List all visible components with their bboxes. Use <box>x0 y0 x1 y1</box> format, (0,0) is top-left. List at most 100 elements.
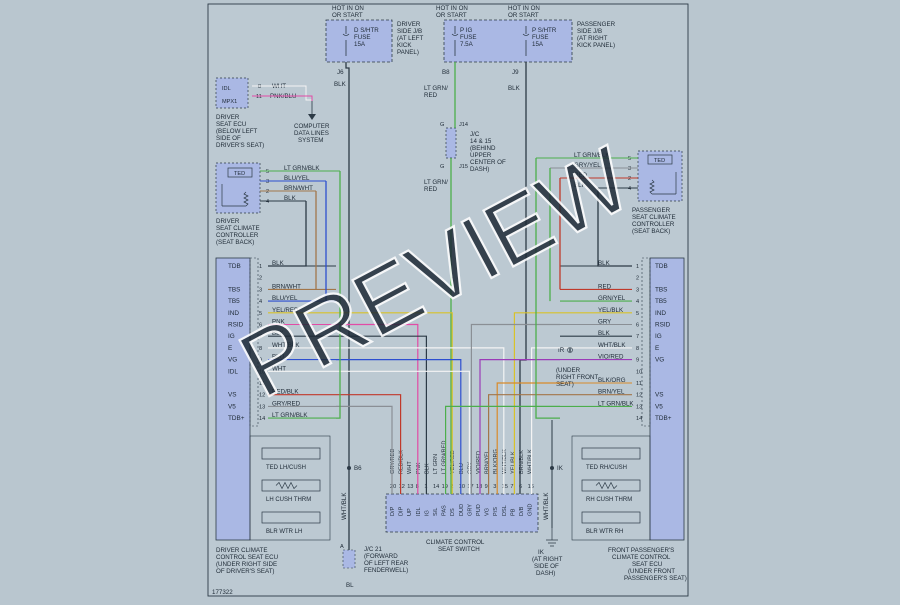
svg-text:(BEHIND: (BEHIND <box>470 145 496 152</box>
right-ecu-num: 6 <box>636 323 639 329</box>
switch-pin: VG <box>485 508 491 516</box>
switch-wire-label: BLK <box>424 463 430 474</box>
svg-text:SEAT SWITCH: SEAT SWITCH <box>438 546 480 553</box>
switch-pin: IG <box>424 510 430 516</box>
svg-text:SYSTEM: SYSTEM <box>298 137 323 144</box>
svg-text:(UNDER: (UNDER <box>556 367 581 374</box>
switch-pin: P/S <box>493 507 499 516</box>
wire-left-ecu-to-switch <box>336 323 419 494</box>
computer-data-lines-label: COMPUTER DATA LINES SYSTEM <box>294 123 330 144</box>
switch-pin: PUD <box>476 504 482 516</box>
sub-component-label: TED LH/CUSH <box>266 465 306 471</box>
left-ecu-num: 13 <box>259 404 265 410</box>
left-ecu-pin: RSID <box>228 322 244 329</box>
svg-text:DRIVER: DRIVER <box>397 21 421 28</box>
switch-wire-label: WHT <box>407 461 413 474</box>
right-ecu-wire-label: WHT/BLK <box>598 342 626 349</box>
thermistor-icon <box>595 481 618 490</box>
svg-text:OR START: OR START <box>508 12 539 19</box>
right-ecu-num: 7 <box>636 334 639 340</box>
wire-left-ecu-to-switch <box>336 370 470 494</box>
svg-text:OR START: OR START <box>436 12 467 19</box>
right-ecu-pin: E <box>655 345 659 352</box>
left-ecu-pin: VS <box>228 392 237 399</box>
svg-text:14 & 15: 14 & 15 <box>470 138 492 145</box>
right-ecu-num: 10 <box>636 369 642 375</box>
svg-text:DASH): DASH) <box>536 570 555 577</box>
svg-text:OF DRIVER'S SEAT): OF DRIVER'S SEAT) <box>216 568 274 575</box>
right-ecu-pin: TB5 <box>655 298 667 305</box>
ted-left-tag: TED <box>234 171 245 177</box>
switch-pin: DIP <box>399 506 405 516</box>
jc14-pin-bot: G <box>440 164 444 170</box>
right-ecu-wire-label: BRN/YEL <box>598 389 625 396</box>
left-ecu-pin: V5 <box>228 403 236 410</box>
right-ecu-num: 5 <box>636 311 639 317</box>
switch-wire-label: LT GRN/RED <box>442 441 448 474</box>
sub-component-box <box>581 511 641 524</box>
driver-seat-climate-controller-box <box>215 162 261 214</box>
right-ecu-pin: VG <box>655 357 664 364</box>
svg-text:COMPUTER: COMPUTER <box>294 123 330 130</box>
svg-text:15A: 15A <box>354 41 366 48</box>
right-ecu-num: 4 <box>636 299 639 305</box>
svg-text:HOT IN ON: HOT IN ON <box>332 5 364 12</box>
switch-wire-label: BRN/YEL <box>485 450 491 474</box>
svg-text:P IG: P IG <box>460 27 472 34</box>
ted-right-tag-box <box>647 154 673 165</box>
ground-ik: IK WHT/BLK IK (AT RIGHT SIDE OF DASH) <box>532 465 564 577</box>
svg-text:UPPER: UPPER <box>470 152 492 159</box>
switch-num: 14 <box>433 484 439 490</box>
svg-text:BL: BL <box>346 582 354 589</box>
left-ecu-num: 11 <box>259 381 265 387</box>
jc14-box <box>445 127 457 159</box>
svg-text:(BELOW LEFT: (BELOW LEFT <box>216 128 257 135</box>
left-ecu-num: 3 <box>259 287 262 293</box>
left-ecu-pin: TB5 <box>228 298 240 305</box>
ecu-small-pin-idl: IDL <box>222 86 231 92</box>
switch-wire-label: VIO/RED <box>476 451 482 474</box>
right-ecu-num: 2 <box>636 276 639 282</box>
svg-text:FUSE: FUSE <box>532 34 549 41</box>
svg-text:SIDE J/B: SIDE J/B <box>397 28 422 35</box>
wire-left-ecu-to-switch <box>336 347 505 494</box>
passenger-climate-seat-ecu-box <box>649 257 685 541</box>
right-ecu-connector <box>641 257 651 427</box>
right-ecu-wire-label: BLK <box>598 260 611 267</box>
switch-pin: GRY <box>467 504 473 516</box>
svg-text:(SEAT BACK): (SEAT BACK) <box>216 239 254 246</box>
svg-text:KICK: KICK <box>397 42 412 49</box>
switch-wire-label: GRY/RED <box>390 449 396 474</box>
sub-component-label: RH CUSH THRM <box>586 497 632 503</box>
switch-wire-label: YEL/RED <box>450 450 456 474</box>
ted-right-num: 2 <box>628 176 631 182</box>
left-ecu-wire-label: BLU <box>272 354 284 361</box>
right-ecu-pin: RSID <box>655 322 671 329</box>
right-ecu-num: 1 <box>636 264 639 270</box>
wire-label-jc-b: RED <box>424 186 438 193</box>
left-ecu-wire-label: WHT <box>272 365 286 372</box>
svg-text:PANEL): PANEL) <box>397 49 419 56</box>
left-ecu-wire-label: BLK <box>272 260 285 267</box>
ted-right-wire-label: BLK <box>574 182 587 189</box>
fuse-left: D S/HTR FUSE 15A <box>342 26 379 56</box>
sub-component-box <box>581 447 641 460</box>
ted-left-num: 5 <box>266 169 269 175</box>
svg-text:(AT RIGHT: (AT RIGHT <box>577 35 608 42</box>
svg-text:WHT/BLK: WHT/BLK <box>341 492 348 520</box>
jc21: A BL J/C 21 (FORWARD OF LEFT REAR FENDER… <box>340 544 409 589</box>
wire-label-jc-a: LT GRN/ <box>424 179 448 186</box>
right-ecu-wire-label: BLK <box>598 330 611 337</box>
ecu-small-pin-mpx1: MPX1 <box>222 99 237 105</box>
left-ecu-sub-box <box>249 435 331 541</box>
svg-text:CONTROL SEAT ECU: CONTROL SEAT ECU <box>216 554 278 561</box>
passenger-climate-seat-ecu-label: FRONT PASSENGER'S CLIMATE CONTROL SEAT E… <box>608 547 687 582</box>
driver-jb-label: DRIVER SIDE J/B (AT LEFT KICK PANEL) <box>397 21 423 56</box>
svg-text:SIDE OF: SIDE OF <box>216 135 241 142</box>
wire-ecu-small-pnkblu <box>252 95 313 101</box>
jc14-conn-bot: J15 <box>459 164 468 170</box>
ted-right-num: 5 <box>628 156 631 162</box>
